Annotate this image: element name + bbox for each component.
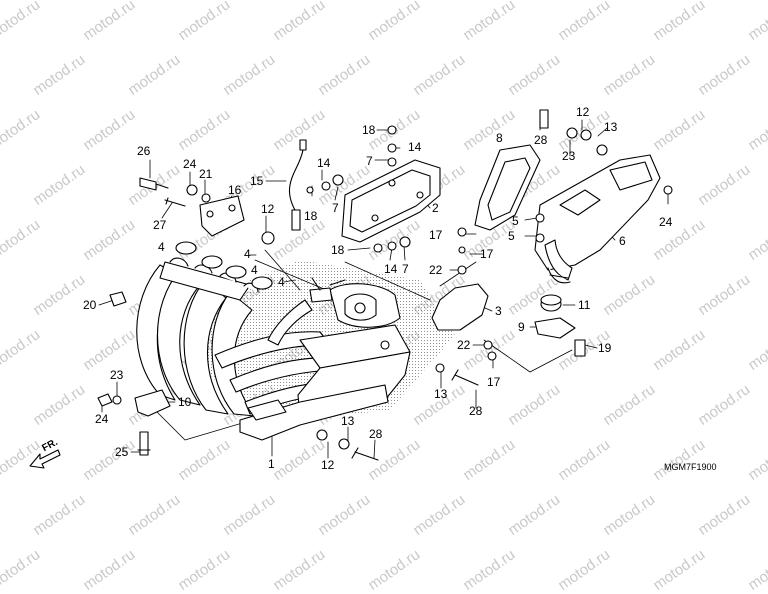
callout-14: 14 [384,262,398,276]
callout-8: 8 [496,131,503,145]
callout-16: 16 [228,183,242,197]
callout-12: 12 [576,105,590,119]
callout-1: 1 [268,457,275,471]
silencer-chamber [239,283,411,441]
exhaust-drawing [29,109,673,469]
callout-7: 7 [366,154,373,168]
callout-14: 14 [317,156,331,170]
callout-11: 11 [578,298,591,312]
callout-4: 4 [244,247,251,261]
callout-14: 14 [408,140,422,154]
callout-21: 21 [199,167,213,181]
callout-10: 10 [178,395,192,409]
exhaust-headers [136,257,356,417]
callout-23: 23 [110,368,124,382]
front-arrow-icon [29,449,61,469]
callout-7: 7 [402,262,409,276]
callout-13: 13 [341,414,355,428]
callout-18: 18 [304,209,318,223]
callout-17: 17 [480,247,494,261]
callout-27: 27 [153,218,167,232]
callout-3: 3 [495,304,502,318]
callout-24: 24 [95,412,109,426]
callout-4: 4 [278,275,285,289]
callout-6: 6 [619,234,626,248]
callout-17: 17 [429,228,443,242]
gaskets [175,241,576,339]
callout-19: 19 [598,341,612,355]
callout-4: 4 [158,240,165,254]
callout-28: 28 [469,404,483,418]
callout-18: 18 [331,243,345,257]
callout-13: 13 [604,120,618,134]
callout-28: 28 [534,133,548,147]
callout-7: 7 [332,201,339,215]
callout-24: 24 [659,215,673,229]
callout-28: 28 [369,427,383,441]
callout-24: 24 [183,157,197,171]
callout-12: 12 [261,202,275,216]
cover-3 [431,283,489,331]
muffler-6 [534,154,661,284]
heat-shield-2 [341,159,441,243]
callout-20: 20 [83,298,97,312]
callout-12: 12 [321,458,335,472]
callout-18: 18 [362,123,376,137]
callout-4: 4 [251,263,258,277]
callout-23: 23 [562,149,576,163]
callout-5: 5 [508,229,515,243]
callout-15: 15 [250,174,264,188]
callout-13: 13 [434,387,448,401]
callout-17: 17 [487,375,501,389]
callout-25: 25 [115,445,129,459]
diagram-code: MGM7F1900 [664,462,717,472]
hardware [97,109,673,461]
callout-26: 26 [137,144,151,158]
callout-2: 2 [432,201,439,215]
callout-22: 22 [429,263,443,277]
heat-shield-8 [474,144,541,231]
callout-9: 9 [518,320,525,334]
callout-22: 22 [457,338,471,352]
callout-5: 5 [512,214,519,228]
